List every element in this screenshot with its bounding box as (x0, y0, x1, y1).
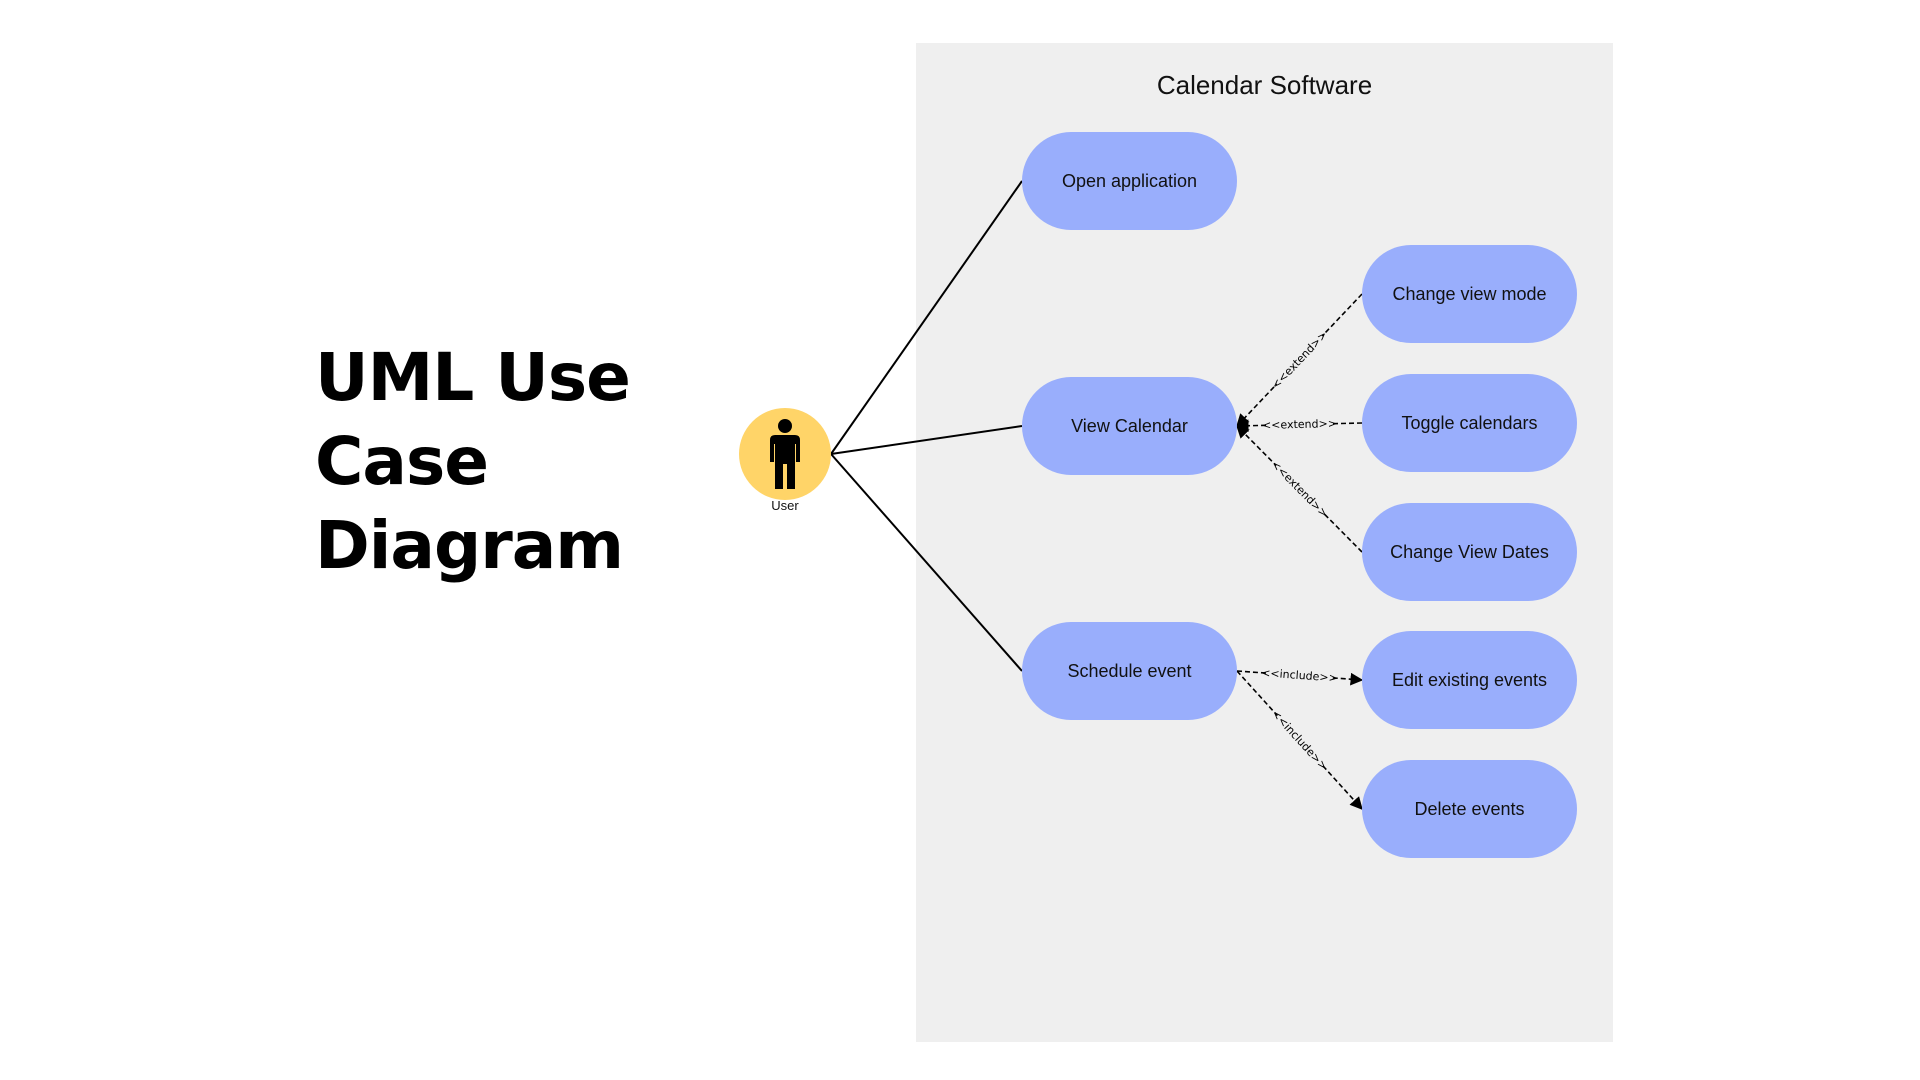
person-icon (770, 419, 800, 489)
use-case-view-calendar[interactable]: View Calendar (1022, 377, 1237, 475)
relation-label-include: <<include>> (1269, 707, 1330, 773)
relation-label-include: <<include>> (1261, 666, 1338, 684)
use-case-edit-existing-events[interactable]: Edit existing events (1362, 631, 1577, 729)
relation-association-actor-schedule_event (830, 453, 1023, 672)
use-case-schedule-event[interactable]: Schedule event (1022, 622, 1237, 720)
use-case-open-application[interactable]: Open application (1022, 132, 1237, 230)
relation-label-extend: <<extend>> (1269, 328, 1330, 391)
title-line-1: UML Use (315, 339, 631, 416)
relation-association-actor-open_application (830, 180, 1023, 455)
use-case-delete-events[interactable]: Delete events (1362, 760, 1577, 858)
title-line-3: Diagram (315, 507, 624, 584)
relation-label-bg (1266, 416, 1333, 432)
relation-label-extend: <<extend>> (1262, 417, 1337, 432)
relation-label-bg (1271, 331, 1327, 389)
actor-label: User (771, 498, 799, 513)
title-line-2: Case (315, 423, 489, 500)
relation-association-actor-view_calendar (830, 425, 1023, 455)
actor-user[interactable] (739, 408, 831, 500)
relation-label-bg (1266, 666, 1333, 684)
relation-include-schedule_event-delete_events (1236, 670, 1363, 810)
use-case-toggle-calendars[interactable]: Toggle calendars (1362, 374, 1577, 472)
page-title: UML Use Case Diagram (315, 336, 735, 588)
relation-label-bg (1272, 710, 1327, 769)
use-case-change-view-mode[interactable]: Change view mode (1362, 245, 1577, 343)
relation-label-extend: <<extend>> (1268, 458, 1330, 520)
use-case-change-view-dates[interactable]: Change View Dates (1362, 503, 1577, 601)
relation-extend-toggle_calendars-view_calendar (1235, 419, 1363, 433)
relation-label-bg (1271, 460, 1328, 517)
relation-include-schedule_event-edit_existing_events (1236, 670, 1364, 686)
system-name: Calendar Software (1156, 70, 1373, 100)
